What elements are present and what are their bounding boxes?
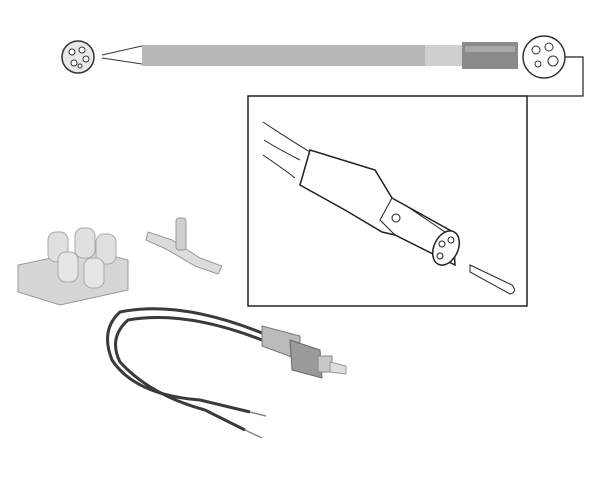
sensor-with-wires: [106, 307, 347, 439]
hose: [142, 42, 518, 69]
connector-detail-inset: [247, 95, 528, 307]
right-connector-end-view: [522, 35, 584, 97]
t-connector: [145, 217, 223, 275]
terminal-block: [17, 227, 129, 306]
left-connector-end-view: [61, 40, 143, 74]
